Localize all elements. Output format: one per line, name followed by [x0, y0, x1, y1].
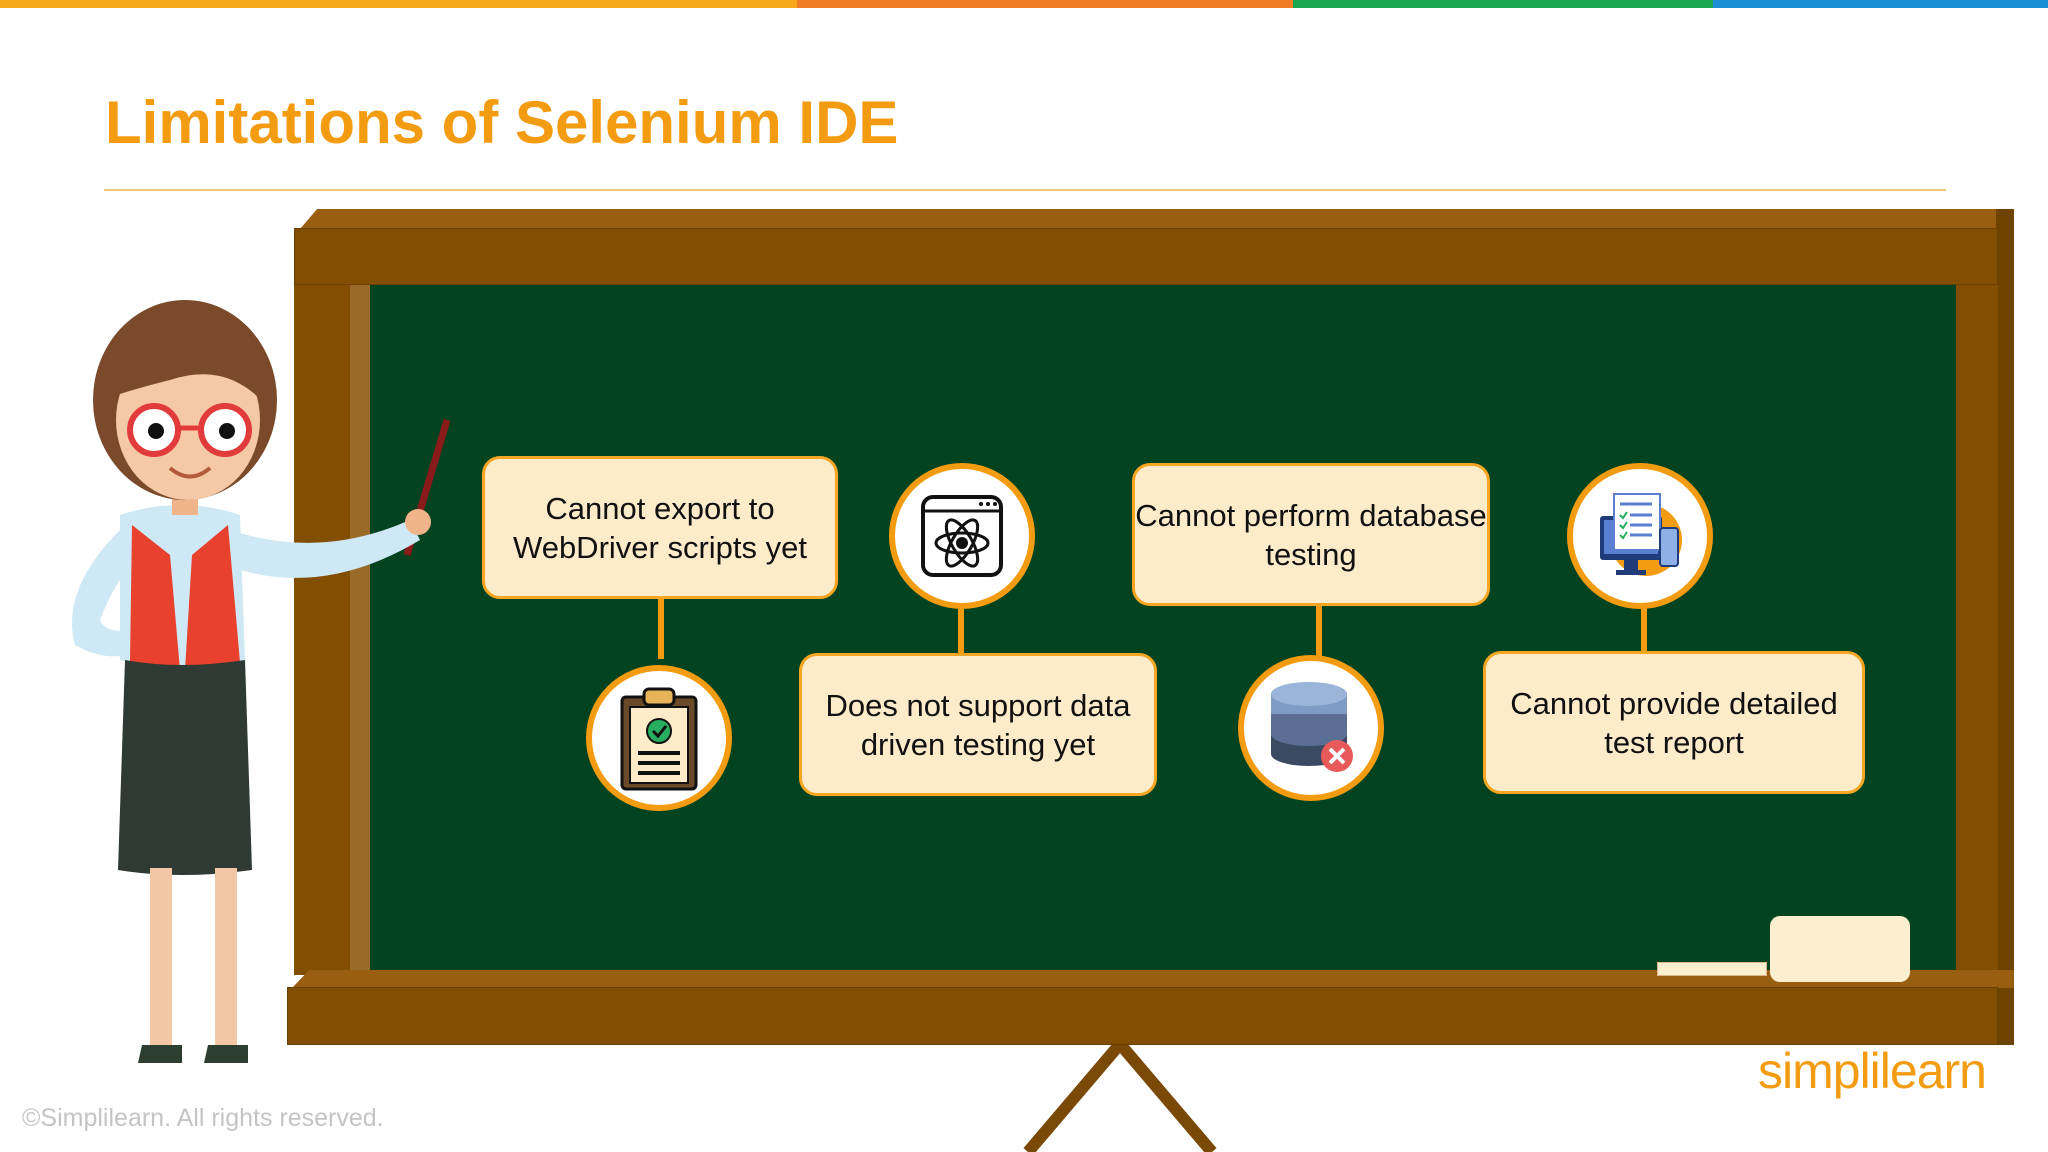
icon-circle-data-driven [889, 463, 1035, 609]
teacher-illustration [72, 300, 451, 1063]
report-screen-icon [1600, 493, 1682, 576]
board-top-bevel [300, 209, 2013, 229]
simplilearn-logo: simplilearn [1758, 1043, 1987, 1099]
board-right-side [1996, 209, 2014, 1045]
easel-legs [1023, 1040, 1217, 1152]
topbar-segment-green [1293, 0, 1713, 8]
database-error-icon [1271, 682, 1353, 772]
connector-2 [958, 605, 964, 657]
topbar-segment-orange [0, 0, 797, 8]
limitation-box-database: Cannot perform database testing [1132, 463, 1490, 606]
top-color-bar [0, 0, 2048, 8]
slide-title: Limitations of Selenium IDE [105, 89, 899, 156]
board-frame-top [294, 228, 1998, 285]
chalkboard-surface [370, 285, 1956, 971]
board-bottom-bevel [292, 970, 2014, 988]
board-frame-bottom [287, 987, 1998, 1045]
topbar-segment-blue [1713, 0, 2048, 8]
atom-window-icon [921, 495, 1003, 577]
board-eraser [1770, 916, 1910, 982]
topbar-segment-red [797, 0, 1293, 8]
icon-circle-database [1238, 655, 1384, 801]
connector-4 [1641, 605, 1647, 657]
limitation-box-data-driven: Does not support data driven testing yet [799, 653, 1157, 796]
chalk-stick [1657, 962, 1767, 976]
icon-circle-export [586, 665, 732, 811]
copyright-footer: ©Simplilearn. All rights reserved. [22, 1104, 384, 1132]
board-frame-right [1956, 285, 1998, 975]
title-divider [104, 189, 1946, 191]
icon-circle-report [1567, 463, 1713, 609]
limitation-box-export: Cannot export to WebDriver scripts yet [482, 456, 838, 599]
connector-1 [658, 597, 664, 659]
connector-3 [1316, 605, 1322, 657]
limitation-box-report: Cannot provide detailed test report [1483, 651, 1865, 794]
clipboard-check-icon [620, 687, 698, 791]
board-frame-left-inner [350, 285, 370, 975]
